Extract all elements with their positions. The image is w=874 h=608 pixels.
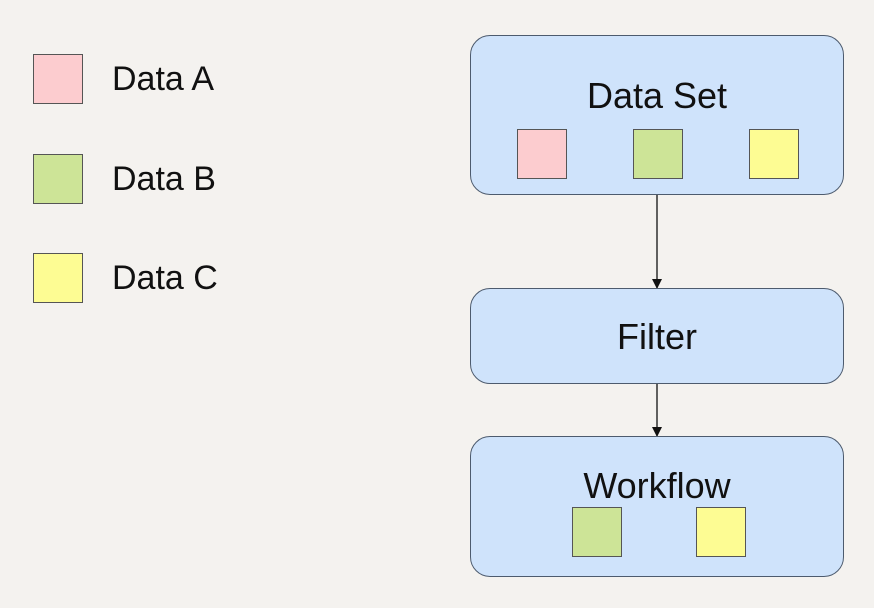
- workflow-node[interactable]: Workflow: [470, 436, 844, 577]
- filter-title: Filter: [617, 316, 697, 357]
- dataset-node[interactable]: Data Set: [470, 35, 844, 195]
- legend-label-data-c: Data C: [112, 259, 218, 297]
- legend-label-data-b: Data B: [112, 160, 216, 198]
- workflow-chip-data-b: [572, 507, 622, 557]
- workflow-title: Workflow: [583, 465, 731, 506]
- legend-swatch-data-c: [33, 253, 83, 303]
- legend-item-data-b: Data B: [33, 153, 216, 205]
- dataset-chip-data-c: [749, 129, 799, 179]
- workflow-chip-data-c: [696, 507, 746, 557]
- legend-swatch-data-b: [33, 154, 83, 204]
- filter-node[interactable]: Filter: [470, 288, 844, 384]
- legend-item-data-a: Data A: [33, 53, 214, 105]
- dataset-title: Data Set: [586, 75, 728, 116]
- legend-item-data-c: Data C: [33, 252, 218, 304]
- legend-swatch-data-a: [33, 54, 83, 104]
- legend-label-data-a: Data A: [112, 60, 215, 98]
- dataset-chip-data-a: [517, 129, 567, 179]
- dataset-chip-data-b: [633, 129, 683, 179]
